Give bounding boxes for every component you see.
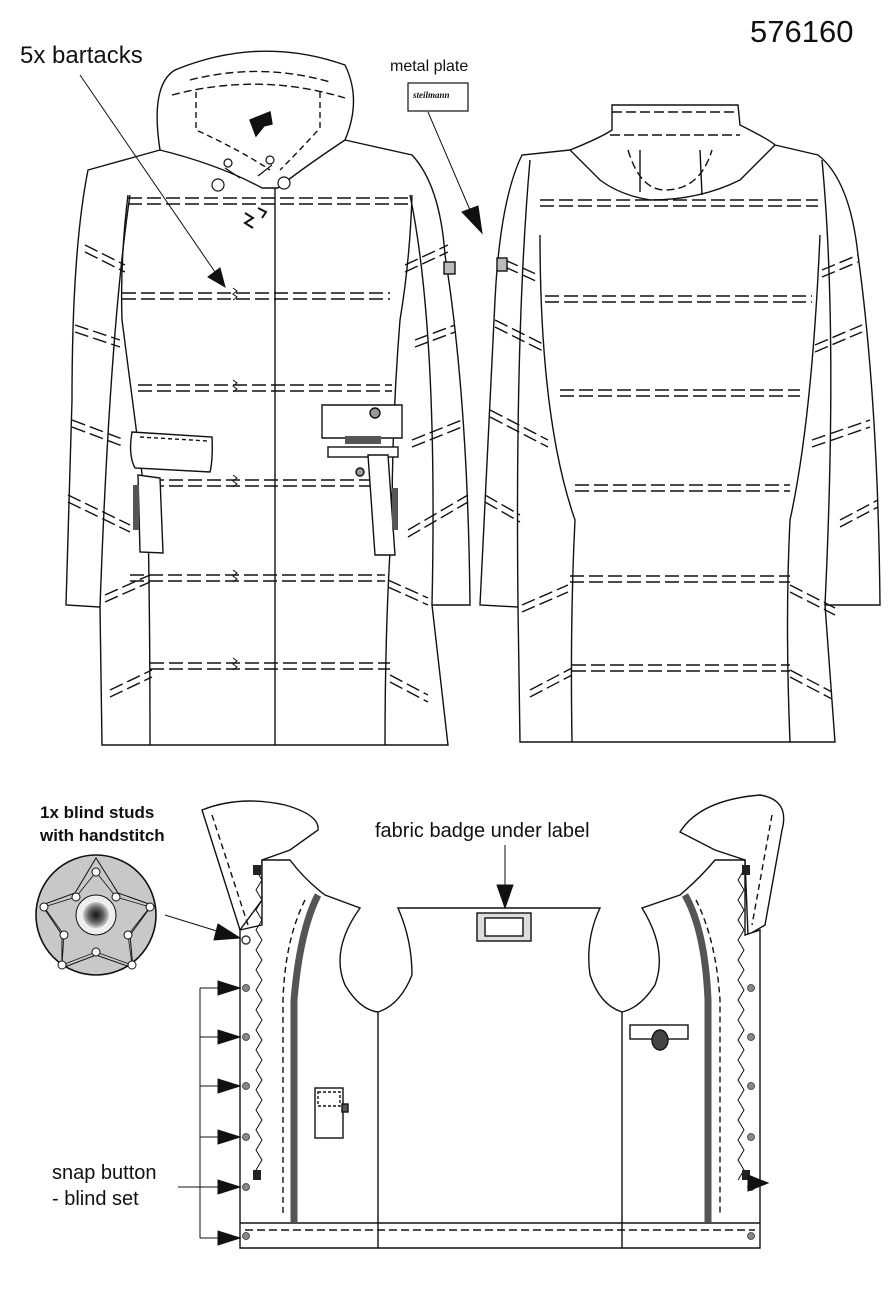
blind-studs-callout: 1x blind studs — [40, 803, 155, 822]
style-number: 576160 — [750, 14, 854, 49]
front-quilting-lines — [67, 197, 469, 703]
metal-plate-brand: steilmann — [413, 90, 450, 100]
front-left-pocket-flap — [129, 431, 213, 473]
bartack-marks — [232, 287, 238, 671]
back-hood — [568, 104, 776, 201]
blind-stud-detail — [35, 854, 157, 976]
back-body-outline — [479, 144, 881, 743]
front-right-pocket-flap — [321, 404, 403, 439]
front-view — [65, 50, 471, 746]
bartacks-callout: 5x bartacks — [20, 42, 143, 69]
fabric-badge-callout: fabric badge under label — [375, 820, 590, 842]
callout-arrows — [79, 74, 770, 1246]
snap-button-callout-line2: - blind set — [52, 1188, 139, 1210]
collar-hook-eyes — [211, 155, 291, 229]
back-view — [479, 104, 881, 743]
metal-plate-callout: metal plate — [390, 58, 469, 75]
snap-button-callout: snap button — [52, 1162, 157, 1184]
blind-studs-callout-line2: with handstitch — [40, 826, 165, 845]
metal-plate-icon — [407, 82, 469, 112]
inside-view — [201, 794, 785, 1249]
back-quilting-lines — [484, 199, 879, 700]
front-body-outline — [65, 139, 471, 746]
lining-outline — [239, 859, 761, 1249]
